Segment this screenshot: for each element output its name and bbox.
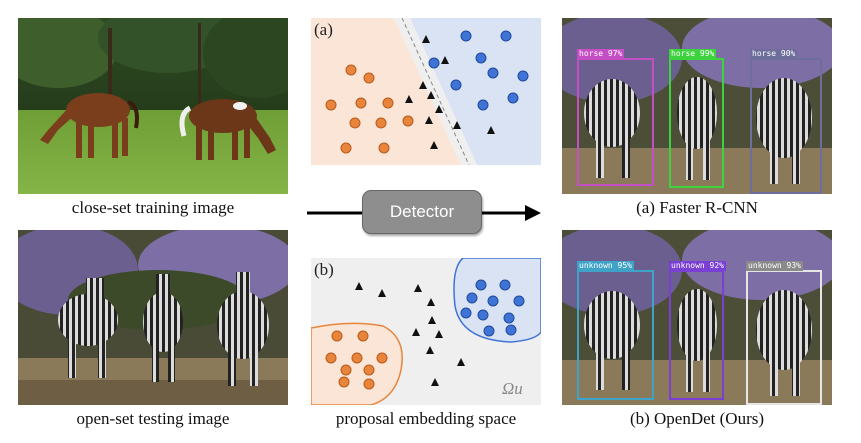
unknown-label-3: unknown 93%	[746, 261, 803, 271]
unknown-box-1: unknown 95%	[577, 261, 654, 400]
training-image-caption: close-set training image	[71, 198, 235, 217]
opendet-caption: (b) OpenDet (Ours)	[629, 409, 765, 428]
detection-label-2: horse 99%	[669, 49, 717, 59]
detection-label-3: horse 90%	[750, 49, 798, 59]
open-set-unknown-triangles	[355, 282, 465, 386]
testing-image	[18, 230, 288, 405]
detection-box-1: horse 97%	[577, 49, 654, 186]
opendet-result-image: unknown 95% unknown 92% unknown 93%	[562, 230, 832, 405]
panel-a-label: (a)	[314, 20, 333, 39]
detection-box-3: horse 90%	[750, 49, 822, 194]
embedding-space-a: (a)	[311, 17, 541, 166]
training-image	[18, 18, 288, 194]
detector-block: Detector	[362, 190, 482, 234]
unknown-box-3: unknown 93%	[746, 261, 822, 405]
open-set-orange-points	[325, 330, 388, 390]
unknown-label-1: unknown 95%	[577, 261, 634, 271]
closed-set-unknown-triangles	[405, 35, 495, 149]
open-set-blue-points	[460, 279, 525, 337]
unknown-box-2: unknown 92%	[669, 261, 726, 400]
detection-box-2: horse 99%	[669, 49, 724, 188]
faster-rcnn-result-image: horse 97% horse 99% horse 90%	[562, 18, 832, 194]
faster-rcnn-caption: (a) Faster R-CNN	[636, 198, 758, 217]
embedding-space-b: (b) Ωu	[310, 257, 542, 406]
unknown-label-2: unknown 92%	[669, 261, 726, 271]
embedding-space-caption: proposal embedding space	[335, 409, 517, 428]
detection-label-1: horse 97%	[577, 49, 625, 59]
closed-set-orange-points	[325, 64, 414, 154]
panel-b-label: (b)	[314, 260, 334, 279]
testing-image-caption: open-set testing image	[76, 409, 230, 428]
closed-set-blue-points	[428, 30, 529, 111]
unknown-space-label: Ωu	[502, 379, 523, 398]
